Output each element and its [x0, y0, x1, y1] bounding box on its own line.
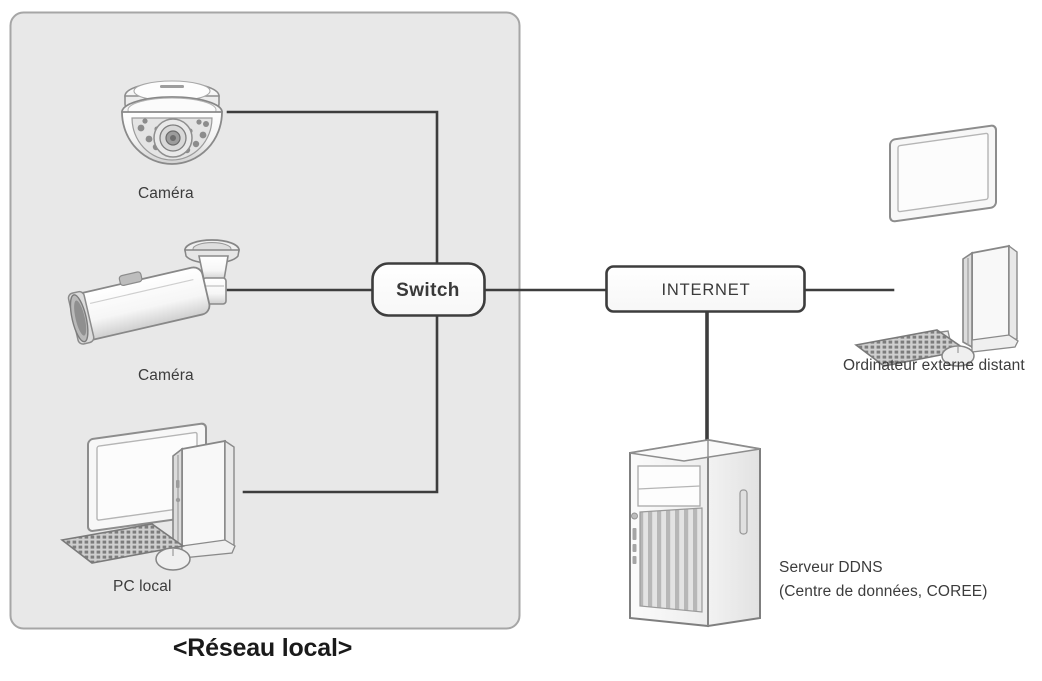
ddns-server-label: Serveur DDNS (Centre de données, COREE): [779, 556, 988, 604]
local-pc-icon: [60, 422, 236, 571]
internet-node: INTERNET: [605, 265, 806, 313]
connection-lines: [226, 110, 895, 494]
switch-node: Switch: [371, 262, 486, 317]
local-pc-label: PC local: [113, 578, 172, 595]
dome-camera-label: Caméra: [138, 185, 194, 202]
ddns-server-label-line1: Serveur DDNS: [779, 559, 883, 576]
internet-label: INTERNET: [662, 281, 751, 299]
remote-computer-icon: [854, 124, 1019, 367]
bullet-camera-label: Caméra: [138, 367, 194, 384]
server-tower-icon: [629, 438, 761, 628]
ddns-server-label-line2: (Centre de données, COREE): [779, 583, 988, 600]
link-dome-camera-switch: [226, 110, 439, 265]
lan-zone-caption: <Réseau local>: [172, 634, 353, 662]
dome-camera-icon: [121, 80, 223, 165]
switch-label: Switch: [396, 280, 460, 301]
remote-computer-label: Ordinateur externe distant: [843, 357, 1025, 374]
link-pc-switch: [242, 314, 439, 494]
bullet-camera-icon: [67, 239, 240, 345]
